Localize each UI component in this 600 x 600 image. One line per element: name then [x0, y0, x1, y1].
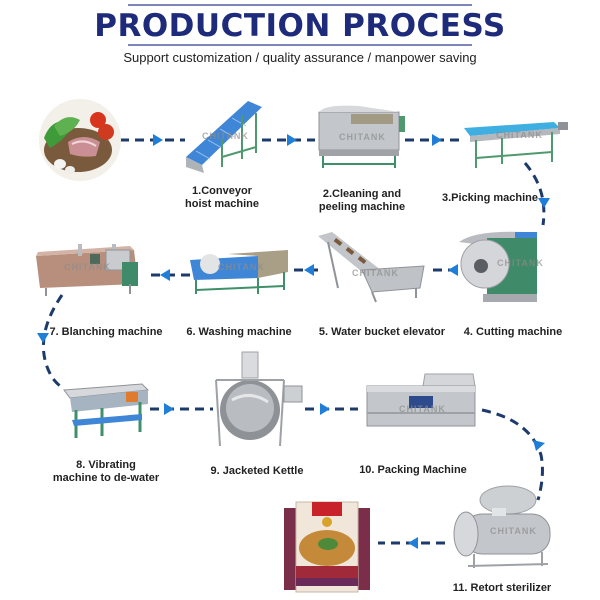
watermark: CHITANK	[202, 131, 249, 141]
washing-machine-image: CHITANK	[188, 250, 292, 298]
arrowhead-0-1	[153, 134, 163, 146]
arrowhead-8-9	[164, 403, 174, 415]
step-2-label-line1: 2.Cleaning and	[322, 188, 402, 200]
step-5-label: 5. Water bucket elevator	[312, 326, 452, 339]
step-3-label: 3.Picking machine	[440, 192, 540, 205]
watermark: CHITANK	[497, 258, 544, 268]
arrowhead-5-6	[304, 264, 314, 276]
arrowhead-11-12	[408, 537, 418, 549]
step-2-label: 2.Cleaning and peeling machine	[312, 188, 412, 214]
arrowhead-10-11	[533, 440, 545, 451]
cleaning-peeling-machine-image: CHITANK	[315, 104, 409, 170]
step-8-label-line2: machine to de-water	[52, 472, 160, 484]
arrowhead-9-10	[320, 403, 330, 415]
arrow-7-to-8	[41, 294, 64, 390]
blanching-machine-image: CHITANK	[34, 244, 142, 300]
raw-ingredients-image	[38, 98, 122, 182]
step-9-label: 9. Jacketed Kettle	[202, 465, 312, 478]
step-2-label-line2: peeling machine	[318, 201, 406, 213]
watermark: CHITANK	[64, 262, 111, 272]
step-8-label: 8. Vibrating machine to de-water	[46, 459, 166, 485]
finished-product-pouches-image	[282, 500, 372, 594]
step-11-label: 11. Retort sterilizer	[442, 582, 562, 595]
arrowhead-2-3	[432, 134, 442, 146]
step-4-label: 4. Cutting machine	[458, 326, 568, 339]
step-6-label: 6. Washing machine	[184, 326, 294, 339]
bottom-rule	[128, 44, 472, 46]
water-bucket-elevator-image: CHITANK	[316, 228, 428, 304]
step-1-label: 1.Conveyor hoist machine	[172, 185, 272, 211]
step-1-label-line2: hoist machine	[185, 198, 259, 210]
page-subtitle: Support customization / quality assuranc…	[123, 50, 477, 65]
arrowhead-6-7	[160, 269, 170, 281]
packing-machine-image: CHITANK	[365, 372, 477, 432]
watermark: CHITANK	[490, 526, 537, 536]
watermark: CHITANK	[496, 130, 543, 140]
watermark: CHITANK	[399, 404, 446, 414]
page-title: PRODUCTION PROCESS	[94, 8, 506, 44]
step-4-label-line1: 4. Cutting machine	[463, 326, 563, 338]
step-7-label: 7. Blanching machine	[48, 326, 164, 339]
step-5-label-line1: 5. Water bucket elevator	[318, 326, 446, 338]
retort-sterilizer-image: CHITANK	[448, 480, 560, 572]
watermark: CHITANK	[339, 132, 386, 142]
step-7-label-line1: 7. Blanching machine	[49, 326, 163, 338]
step-8-label-line1: 8. Vibrating	[76, 459, 136, 471]
cutting-machine-image: CHITANK	[455, 228, 545, 306]
arrowhead-1-2	[287, 134, 297, 146]
step-10-label-line1: 10. Packing Machine	[359, 464, 467, 476]
top-rule	[128, 4, 472, 6]
step-3-label-line1: 3.Picking machine	[442, 192, 538, 204]
conveyor-hoist-machine-image: CHITANK	[182, 95, 266, 175]
watermark: CHITANK	[352, 268, 399, 278]
step-1-label-line1: 1.Conveyor	[192, 185, 252, 197]
step-10-label: 10. Packing Machine	[358, 464, 468, 477]
step-11-label-line1: 11. Retort sterilizer	[452, 582, 552, 594]
watermark: CHITANK	[218, 262, 265, 272]
picking-machine-image: CHITANK	[462, 118, 570, 170]
jacketed-kettle-image	[210, 350, 306, 450]
step-6-label-line1: 6. Washing machine	[186, 326, 292, 338]
step-9-label-line1: 9. Jacketed Kettle	[210, 465, 304, 477]
vibrating-dewater-machine-image	[62, 380, 152, 444]
